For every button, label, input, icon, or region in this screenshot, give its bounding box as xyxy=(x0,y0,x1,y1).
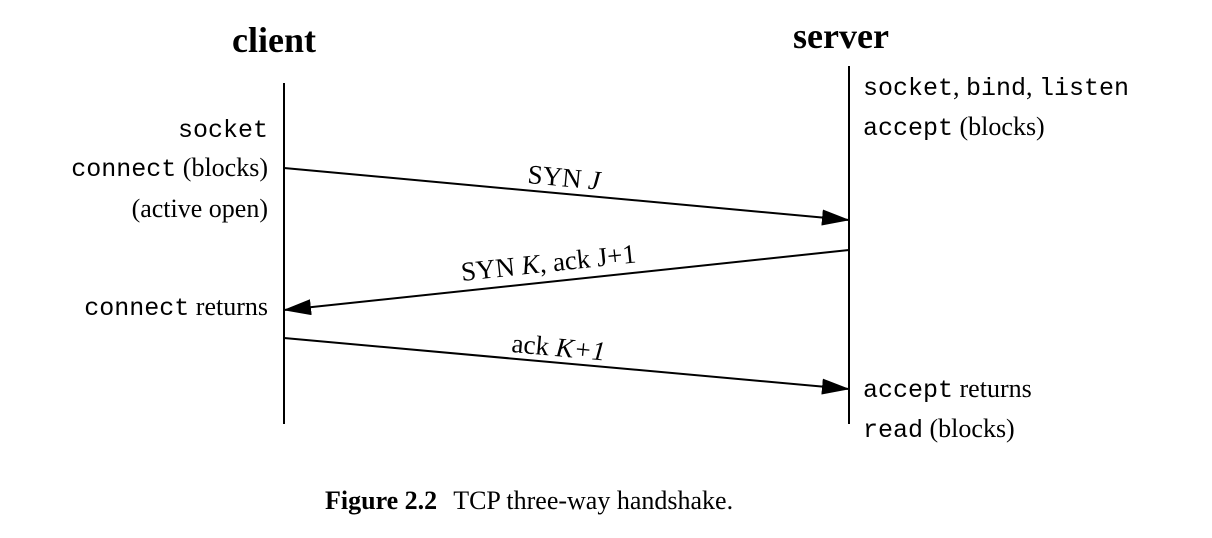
server-note-socket-bind-listen: socket, bind, listen xyxy=(863,72,1130,103)
ack-arrow xyxy=(283,337,850,395)
ack-label: ack K+1 xyxy=(510,328,606,366)
figure-caption-label: Figure 2.2 xyxy=(325,486,438,515)
syn-ack-arrow xyxy=(283,249,850,316)
client-note-socket: socket xyxy=(177,116,268,145)
server-note-accept: accept (blocks) xyxy=(863,112,1045,143)
syn-ack-label: SYN K, ack J+1 xyxy=(459,238,637,287)
syn-label: SYN J xyxy=(526,159,603,196)
client-header: client xyxy=(232,20,316,60)
client-note-connect-returns: connect returns xyxy=(84,292,268,323)
figure-caption-text: TCP three-way handshake. xyxy=(453,486,734,515)
figure-caption: Figure 2.2 TCP three-way handshake. xyxy=(325,486,733,516)
syn-arrow xyxy=(283,167,850,226)
client-note-connect: connect (blocks) xyxy=(71,153,268,184)
server-header: server xyxy=(793,16,889,56)
client-note-active-open: (active open) xyxy=(131,194,268,223)
server-note-accept-returns: accept returns xyxy=(863,374,1032,405)
server-note-read: read (blocks) xyxy=(863,414,1015,445)
